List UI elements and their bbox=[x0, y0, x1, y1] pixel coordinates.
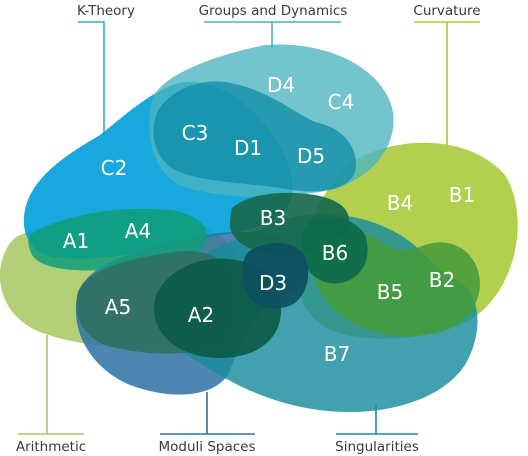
region-b4: B4 bbox=[387, 191, 413, 215]
caption-groups-dynamics: Groups and Dynamics bbox=[199, 3, 348, 19]
lens-c3-d1-d5 bbox=[153, 81, 356, 192]
region-b2: B2 bbox=[429, 268, 455, 292]
region-c2: C2 bbox=[101, 156, 128, 180]
leader-moduli-spaces bbox=[160, 392, 255, 435]
lens-b6 bbox=[301, 217, 368, 284]
region-d4: D4 bbox=[267, 73, 295, 97]
leader-groups-dynamics bbox=[204, 21, 341, 48]
caption-singularities: Singularities bbox=[335, 439, 419, 455]
region-a4: A4 bbox=[125, 219, 151, 243]
region-c4: C4 bbox=[328, 90, 355, 114]
caption-k-theory: K-Theory bbox=[77, 3, 135, 19]
leader-arithmetic bbox=[18, 335, 84, 435]
region-d3: D3 bbox=[259, 271, 287, 295]
region-b5: B5 bbox=[377, 280, 403, 304]
region-b1: B1 bbox=[449, 183, 475, 207]
region-d5: D5 bbox=[297, 144, 325, 168]
region-b3: B3 bbox=[260, 206, 286, 230]
region-b6: B6 bbox=[322, 241, 348, 265]
caption-moduli-spaces: Moduli Spaces bbox=[159, 439, 256, 455]
leader-curvature bbox=[414, 21, 480, 145]
region-a2: A2 bbox=[188, 303, 214, 327]
caption-arithmetic: Arithmetic bbox=[16, 439, 86, 455]
leader-lines bbox=[18, 21, 480, 435]
lens-d3 bbox=[242, 243, 309, 309]
region-d1: D1 bbox=[234, 136, 262, 160]
region-labels: A1 A4 A5 A2 C2 C3 D1 D5 D4 C4 B3 B6 D3 B… bbox=[63, 73, 475, 366]
region-a5: A5 bbox=[105, 295, 131, 319]
region-c3: C3 bbox=[182, 121, 209, 145]
category-captions: K-Theory Groups and Dynamics Curvature A… bbox=[16, 3, 481, 455]
leader-k-theory bbox=[78, 21, 105, 135]
sets bbox=[0, 44, 518, 412]
region-b7: B7 bbox=[324, 342, 350, 366]
region-a1: A1 bbox=[63, 229, 89, 253]
caption-curvature: Curvature bbox=[413, 3, 480, 19]
